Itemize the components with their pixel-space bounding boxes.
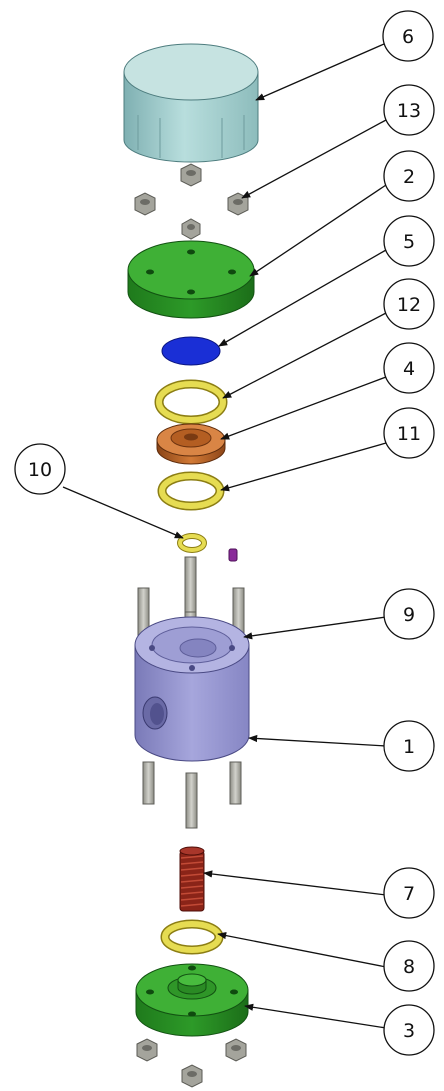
purple-pin-part <box>228 548 238 562</box>
callout-12-label: 12 <box>397 294 421 316</box>
o-ring-upper-part <box>154 379 228 425</box>
leader-1 <box>248 734 387 747</box>
leader-9 <box>243 616 387 640</box>
leader-12 <box>222 312 387 399</box>
callout-13-label: 13 <box>397 100 421 122</box>
o-ring-middle-part <box>157 471 225 511</box>
top-flange-part <box>127 240 255 319</box>
callout-4-label: 4 <box>403 358 415 380</box>
callout-12-balloon: 12 <box>383 278 435 330</box>
callout-8-balloon: 8 <box>383 940 435 992</box>
callout-9-balloon: 9 <box>383 588 435 640</box>
callout-11-label: 11 <box>397 423 421 445</box>
leader-3 <box>244 1003 387 1029</box>
callout-8-label: 8 <box>403 956 415 978</box>
leader-2 <box>249 184 387 277</box>
callout-11-balloon: 11 <box>383 407 435 459</box>
leader-lines <box>62 43 387 1029</box>
lower-rods-part <box>142 761 242 829</box>
callout-1-label: 1 <box>403 736 415 758</box>
callout-7-label: 7 <box>403 883 415 905</box>
callout-3-balloon: 3 <box>383 1004 435 1056</box>
callouts: 6 13 2 5 12 4 11 10 <box>14 10 435 1056</box>
leader-10 <box>62 486 184 539</box>
top-nuts-part <box>134 163 249 240</box>
callout-10-label: 10 <box>28 459 52 481</box>
callout-6-label: 6 <box>402 26 414 48</box>
callout-5-balloon: 5 <box>383 215 435 267</box>
callout-2-label: 2 <box>403 166 415 188</box>
o-ring-lower-part <box>160 919 224 955</box>
leader-7 <box>203 870 387 896</box>
leader-4 <box>220 376 387 440</box>
callout-5-label: 5 <box>403 231 415 253</box>
leader-11 <box>220 442 387 492</box>
callout-13-balloon: 13 <box>383 84 435 136</box>
callout-6-balloon: 6 <box>382 10 434 62</box>
bottom-flange-part <box>135 963 249 1037</box>
callout-3-label: 3 <box>403 1020 415 1042</box>
callout-1-balloon: 1 <box>383 720 435 772</box>
callout-9-label: 9 <box>403 604 415 626</box>
callout-4-balloon: 4 <box>383 342 435 394</box>
copper-insert-part <box>156 423 226 465</box>
leader-13 <box>241 119 387 199</box>
main-body-part <box>134 616 250 762</box>
small-washer-part <box>177 533 207 553</box>
callout-2-balloon: 2 <box>383 150 435 202</box>
callout-10-balloon: 10 <box>14 443 66 495</box>
leader-6 <box>255 43 385 101</box>
leader-5 <box>218 249 387 347</box>
bottom-nuts-part <box>136 1038 247 1088</box>
spring-part <box>179 846 205 912</box>
leader-8 <box>217 932 387 968</box>
callout-7-balloon: 7 <box>383 867 435 919</box>
cap-part <box>123 43 259 163</box>
blue-disc-part <box>161 336 221 366</box>
